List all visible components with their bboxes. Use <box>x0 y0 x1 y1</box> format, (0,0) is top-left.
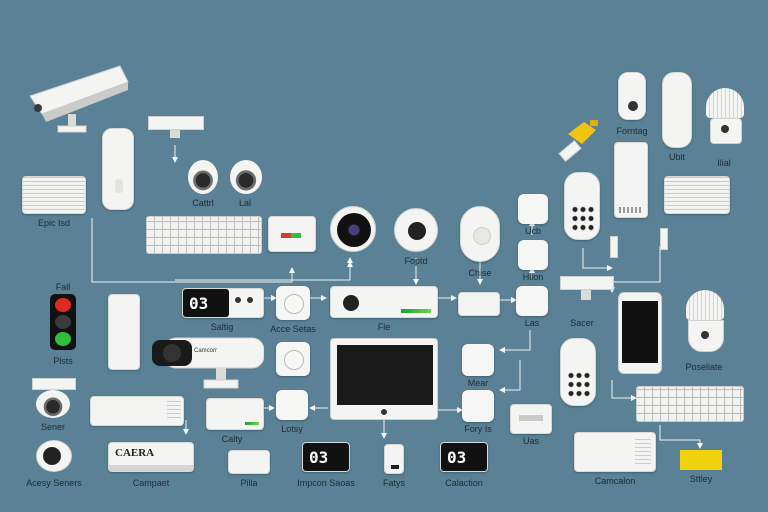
ceiling-mount <box>148 116 204 138</box>
label-saltig: Saltig <box>210 322 234 332</box>
label-forntag: Forntag <box>616 126 648 136</box>
round-lens-small <box>394 208 438 252</box>
module-hilon <box>518 240 548 270</box>
wall-sensor-tall <box>662 72 692 148</box>
traffic-light <box>50 294 76 350</box>
yellow-module <box>680 450 722 470</box>
label-ucb: Ucb <box>524 226 542 236</box>
module-uas <box>510 404 552 434</box>
keyboard-right <box>636 386 744 422</box>
label-lotsy: Lotsy <box>281 424 303 434</box>
wall-sensor-small <box>618 72 646 120</box>
motion-sensor <box>102 128 134 210</box>
module-mid <box>458 292 500 316</box>
display-panel-1: 03 <box>182 288 264 318</box>
monitor <box>330 338 438 420</box>
label-pilla: Pilla <box>240 478 258 488</box>
button-module-1 <box>276 286 310 320</box>
module-lotsy <box>276 390 308 420</box>
tall-panel <box>614 142 648 218</box>
module-mear <box>462 344 494 376</box>
smartphone <box>618 292 662 374</box>
bullet-camera-large: Camcorr <box>150 334 265 390</box>
label-foptd: Foptd <box>404 256 428 266</box>
label-fatys: Fatys <box>382 478 406 488</box>
vent-panel-right <box>664 176 730 214</box>
status-panel <box>268 216 316 252</box>
yellow-sensor <box>556 116 606 166</box>
speaker-globe <box>706 88 744 144</box>
connector-2 <box>660 228 668 250</box>
label-cattrl: Cattrl <box>192 198 214 208</box>
connector-1 <box>610 236 618 258</box>
led-display-2: 03 <box>303 443 349 471</box>
label-las: Las <box>524 318 540 328</box>
cube-camera <box>36 440 76 476</box>
module-las <box>516 286 548 316</box>
label-lal: Lal <box>238 198 252 208</box>
dome-camera-1 <box>188 160 218 194</box>
label-fall: Fall <box>55 282 71 292</box>
label-uas: Uas <box>522 436 540 446</box>
camera-small-text: Camcorr <box>194 348 218 354</box>
label-acce-setas: Acce Setas <box>270 324 316 334</box>
label-sener: Sener <box>40 422 66 432</box>
central-hub <box>330 286 438 318</box>
label-epic: Epic Isd <box>37 218 71 228</box>
vent-panel-left <box>22 176 86 214</box>
label-sacer: Sacer <box>570 318 594 328</box>
caera-unit: CAERA <box>108 442 194 472</box>
button-module-2 <box>276 342 310 376</box>
display-panel-2: 03 <box>302 442 350 472</box>
module-ucb <box>518 194 548 224</box>
label-calaction: Calaction <box>445 478 483 488</box>
label-poseliate: Poseliate <box>685 362 723 372</box>
long-unit <box>90 396 184 426</box>
dome-camera-mount <box>32 378 76 418</box>
label-camcalon: Camcalon <box>594 476 636 486</box>
led-display-3: 03 <box>441 443 487 471</box>
label-sttley: Sttley <box>689 474 713 484</box>
label-campaet: Campaet <box>132 478 170 488</box>
small-remote <box>384 444 404 474</box>
dome-camera-2 <box>230 160 262 194</box>
label-fory-is: Fory Is <box>464 424 492 434</box>
caera-text: CAERA <box>115 447 155 459</box>
smart-speaker <box>686 290 724 358</box>
led-display-1: 03 <box>183 289 229 317</box>
label-acesy-seners: Acesy Seners <box>26 478 82 488</box>
module-calty <box>206 398 264 430</box>
label-chise: Chise <box>468 268 492 278</box>
label-ubit: Ubit <box>668 152 686 162</box>
ceiling-mount-right <box>560 276 614 306</box>
bullet-camera <box>28 64 130 134</box>
display-panel-3: 03 <box>440 442 488 472</box>
round-lens-large <box>330 206 376 252</box>
keypad-remote-bottom <box>560 338 596 406</box>
module-fory <box>462 390 494 422</box>
label-plsts: Plsts <box>53 356 73 366</box>
label-calty: Calty <box>221 434 243 444</box>
label-mear: Mear <box>467 378 489 388</box>
label-impcon-saoas: Impcon Saoas <box>297 478 355 488</box>
door-sensor <box>108 294 140 370</box>
keypad-remote-top <box>564 172 600 240</box>
oval-sensor <box>460 206 500 262</box>
label-ilial: Ilial <box>717 158 731 168</box>
label-fle: Fle <box>377 322 391 332</box>
module-camcalon <box>574 432 656 472</box>
keyboard-top <box>146 216 262 254</box>
label-hilon: Hilon <box>522 272 544 282</box>
module-pilla <box>228 450 270 474</box>
